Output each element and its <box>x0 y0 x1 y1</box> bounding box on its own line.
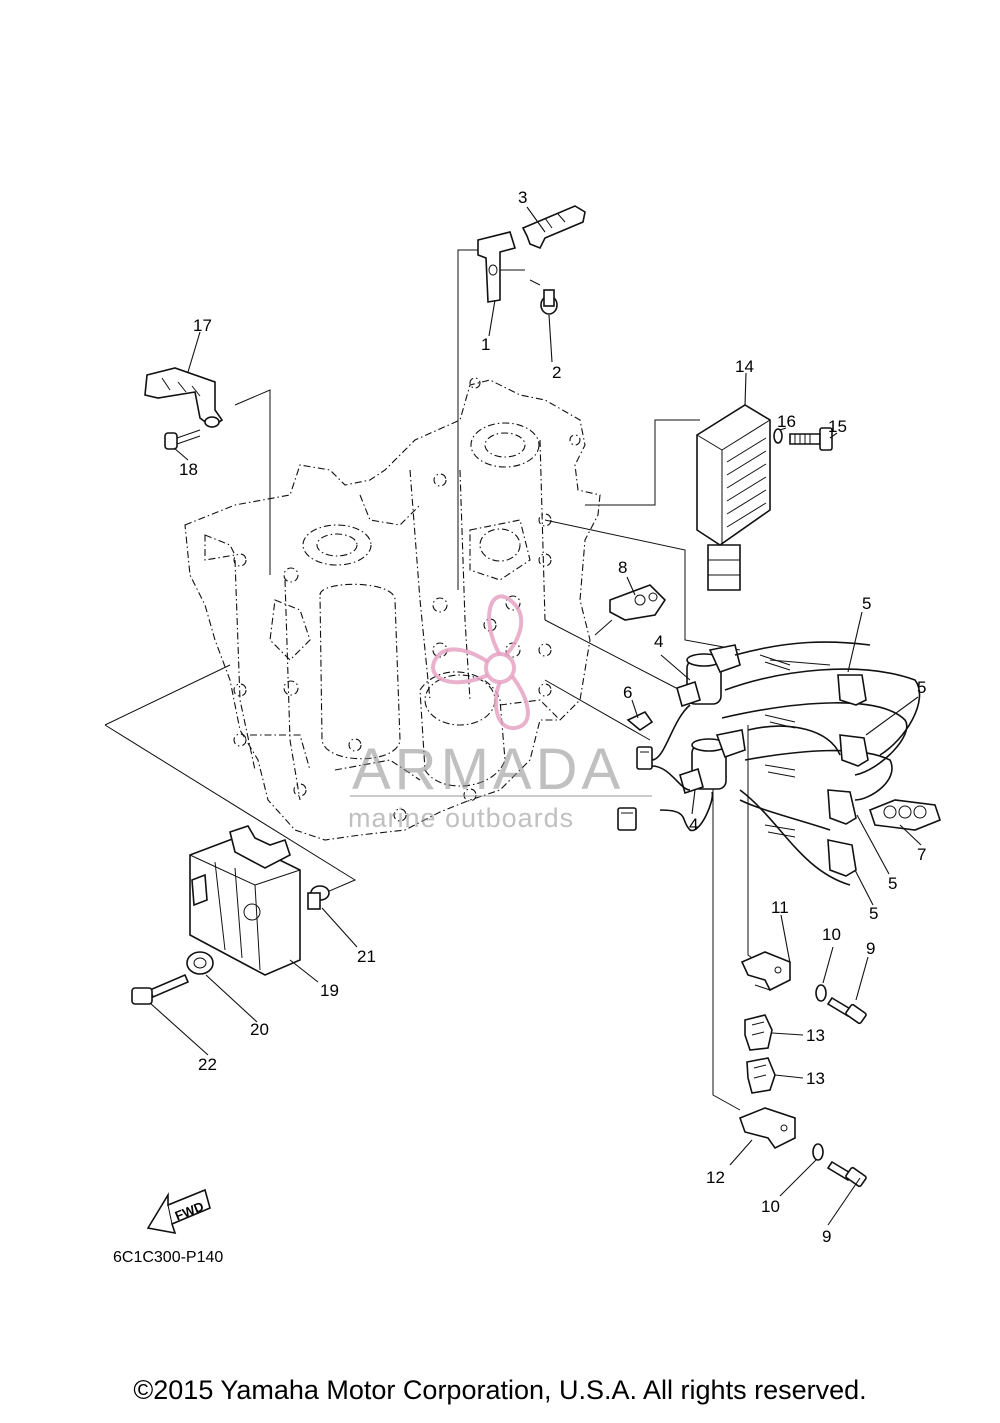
part-18-bolt[interactable] <box>164 429 201 450</box>
callout-2: 2 <box>552 363 561 382</box>
part-5-plug-cap-4[interactable] <box>764 824 857 877</box>
part-5-plug-cap-2[interactable] <box>764 714 869 767</box>
watermark-brand: ARMADA <box>352 737 624 802</box>
callout-10-lower: 10 <box>761 1197 780 1216</box>
callout-4-upper: 4 <box>654 632 663 651</box>
part-13-clip-upper[interactable] <box>744 1014 773 1051</box>
callout-9-lower: 9 <box>822 1227 831 1246</box>
connector-lower[interactable] <box>617 807 637 831</box>
part-3-clip[interactable] <box>521 205 586 250</box>
part-19-ecm[interactable] <box>189 825 301 976</box>
part-15-bolt[interactable] <box>789 427 833 451</box>
diagram-code: 6C1C300-P140 <box>113 1249 223 1266</box>
part-12-bracket[interactable] <box>738 1107 796 1150</box>
part-2-bolt[interactable] <box>529 279 558 315</box>
part-17-cover[interactable] <box>144 367 224 428</box>
callout-22: 22 <box>198 1055 217 1074</box>
armada-watermark: ARMADA marine outboards <box>348 594 652 833</box>
part-9-bolt-lower[interactable] <box>826 1160 867 1188</box>
callout-19: 19 <box>320 981 339 1000</box>
callout-5-2: 5 <box>917 678 926 697</box>
reference-lines <box>104 249 756 1111</box>
part-5-plug-cap-1[interactable] <box>759 654 867 706</box>
part-13-clip-lower[interactable] <box>746 1057 776 1094</box>
callout-labels: 1 2 3 4 4 5 5 5 5 6 7 8 9 9 10 10 11 12 … <box>179 188 926 1246</box>
callout-10-upper: 10 <box>822 925 841 944</box>
callout-13-upper: 13 <box>806 1026 825 1045</box>
part-10-washer-upper[interactable] <box>815 984 827 1002</box>
part-21-collar[interactable] <box>307 885 330 910</box>
part-4-ignition-coil-upper[interactable] <box>676 644 741 708</box>
propeller-logo <box>431 594 530 730</box>
part-1-bracket[interactable] <box>477 231 525 303</box>
callout-5-4: 5 <box>869 904 878 923</box>
callout-6: 6 <box>623 683 632 702</box>
callout-16: 16 <box>777 412 796 431</box>
callout-15: 15 <box>828 417 847 436</box>
callout-5-3: 5 <box>888 874 897 893</box>
callout-17: 17 <box>193 316 212 335</box>
callout-21: 21 <box>357 947 376 966</box>
part-6-clip[interactable] <box>626 710 654 731</box>
part-16-washer[interactable] <box>773 428 783 444</box>
part-20-grommet[interactable] <box>186 951 214 975</box>
callout-3: 3 <box>518 188 527 207</box>
callout-13-lower: 13 <box>806 1069 825 1088</box>
callout-8: 8 <box>618 558 627 577</box>
watermark-tagline: marine outboards <box>348 803 574 833</box>
part-10-washer-lower[interactable] <box>812 1143 824 1161</box>
part-8-clamp[interactable] <box>609 584 667 621</box>
callout-1: 1 <box>481 335 490 354</box>
part-5-plug-cap-3[interactable] <box>764 764 857 825</box>
callout-12: 12 <box>706 1168 725 1187</box>
copyright-notice: ©2015 Yamaha Motor Corporation, U.S.A. A… <box>133 1375 867 1405</box>
connector-upper[interactable] <box>636 746 653 770</box>
part-11-bracket[interactable] <box>740 951 791 992</box>
callout-leaders <box>149 206 922 1226</box>
callout-11: 11 <box>771 898 789 917</box>
fwd-arrow: FWD <box>146 1188 211 1235</box>
callout-5-1: 5 <box>862 594 871 613</box>
part-22-bolt[interactable] <box>131 973 190 1005</box>
part-7-holder[interactable] <box>869 799 941 831</box>
callout-18: 18 <box>179 460 198 479</box>
part-9-bolt-upper[interactable] <box>826 996 867 1025</box>
callout-14: 14 <box>735 357 754 376</box>
callout-7: 7 <box>917 845 926 864</box>
callout-20: 20 <box>250 1020 269 1039</box>
wire-harness <box>651 641 921 886</box>
callout-9-upper: 9 <box>866 939 875 958</box>
callout-4-lower: 4 <box>689 815 698 834</box>
part-4-ignition-coil-lower[interactable] <box>679 729 746 795</box>
part-14-rectifier[interactable] <box>696 404 771 591</box>
